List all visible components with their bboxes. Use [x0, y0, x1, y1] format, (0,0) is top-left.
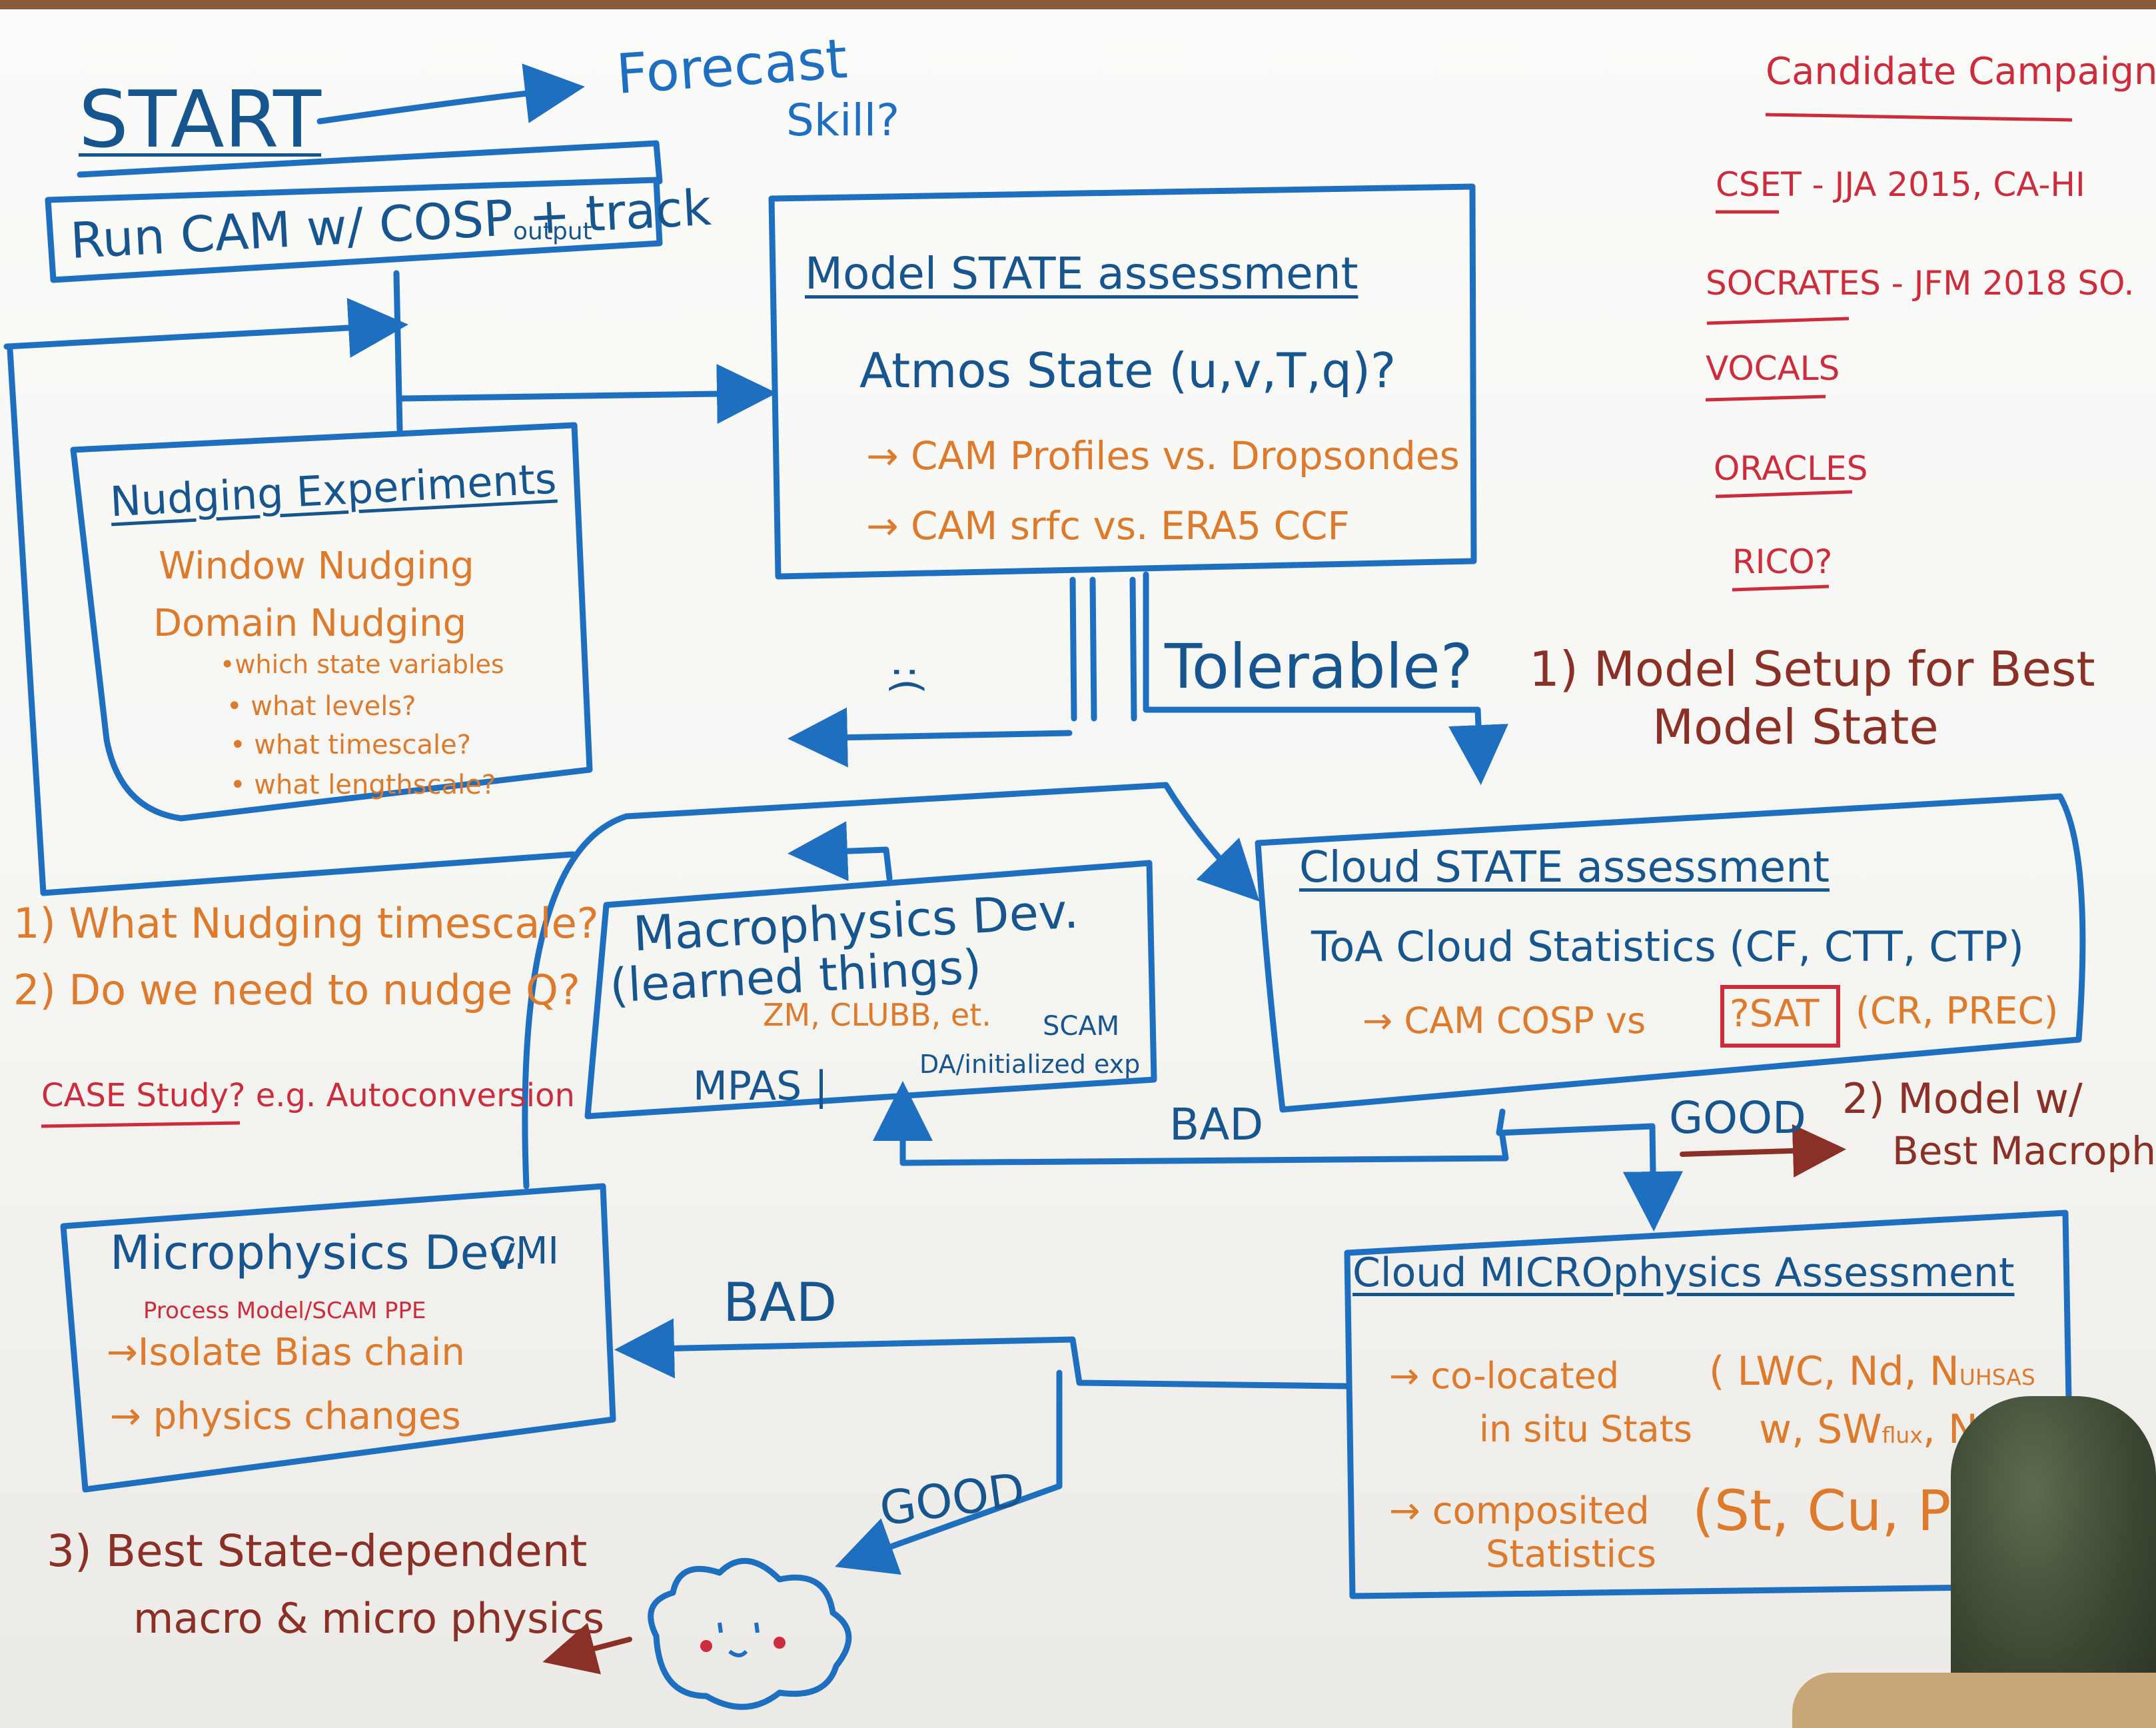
- skill-label: Skill?: [786, 95, 900, 146]
- nudging-bullet-4: • what lengthscale?: [230, 770, 496, 800]
- macro-loop-arrow: [788, 821, 893, 882]
- macro-schemes: ZM, CLUBB, et.: [763, 997, 991, 1033]
- run-to-model-state: [396, 364, 777, 425]
- left-loop: [7, 347, 576, 896]
- macro-da: DA/initialized exp: [919, 1050, 1141, 1079]
- note2-line2: Best Macrophy: [1892, 1128, 2156, 1174]
- macro-loop-to-cloud: [522, 782, 1260, 1190]
- nudging-bullet-1: •which state variables: [220, 650, 504, 679]
- vars-line-2: w, SWflux, N: [1759, 1409, 1978, 1449]
- nudging-item-window: Window Nudging: [159, 544, 474, 588]
- vars-line-1-sub: UHSAS: [1959, 1364, 2035, 1390]
- candidate-rico: RICO?: [1732, 542, 1833, 581]
- candidates-title: Candidate Campaigns: [1766, 50, 2156, 93]
- macro-scam: SCAM: [1043, 1011, 1120, 1042]
- vars-line-2-main: w, SW: [1759, 1406, 1882, 1453]
- model-to-cloud-line: [1143, 571, 1508, 785]
- candidate-cset: CSET - JJA 2015, CA-HI: [1716, 165, 2085, 204]
- good-to-note2-arrow: [1680, 1124, 1846, 1178]
- bad-to-macro: [873, 1081, 1509, 1166]
- tolerable-bar-3: [1129, 576, 1137, 722]
- nudging-item-domain: Domain Nudging: [153, 602, 467, 645]
- tolerable-no-arrow: [788, 707, 1073, 768]
- note2-line1: 2) Model w/: [1842, 1074, 2083, 1123]
- micro-dev-item-2: → physics changes: [110, 1395, 461, 1438]
- forecast-label: Forecast: [614, 27, 849, 107]
- nudging-bullet-3: • what timescale?: [230, 730, 471, 760]
- tolerable-bar-1: [1069, 576, 1077, 722]
- green-glass-cup: [1951, 1396, 2156, 1709]
- toa-statistics: ToA Cloud Statistics (CF, CTT, CTP): [1311, 922, 2024, 971]
- nudging-box: [70, 422, 593, 822]
- cloud-face: [718, 1622, 760, 1657]
- cloud-to-note3-arrow: [542, 1623, 632, 1675]
- start-arrow: [316, 63, 585, 125]
- question-2: 2) Do we need to nudge Q?: [13, 966, 580, 1014]
- cloud-state-box: [1255, 793, 2086, 1113]
- candidate-vocals: VOCALS: [1706, 349, 1840, 388]
- micro-assess-title: Cloud MICROphysics Assessment: [1352, 1250, 2015, 1296]
- cloud-to-micro-line: [1496, 1108, 1683, 1232]
- micro-dev-box: [60, 1183, 616, 1493]
- note3-line2: macro & micro physics: [133, 1594, 605, 1643]
- cosp-compare: → CAM COSP vs: [1362, 1000, 1646, 1042]
- micro-dev-title: Microphysics Dev.: [110, 1226, 528, 1280]
- model-state-title: Model STATE assessment: [805, 248, 1358, 299]
- vars-line-1: ( LWC, Nd, NUHSAS: [1709, 1351, 2035, 1391]
- composited-2: Statistics: [1486, 1533, 1656, 1576]
- satellite-box: [1720, 985, 1840, 1048]
- atmos-state: Atmos State (u,v,T,q)?: [859, 343, 1396, 399]
- vars-line-1-main: ( LWC, Nd, N: [1709, 1348, 1959, 1395]
- micro-bad-arrow: [614, 1318, 1349, 1389]
- run-to-nudging: [393, 270, 403, 433]
- micro-dev-cmi: CMI: [490, 1230, 559, 1273]
- feedback-into-run: [3, 297, 408, 358]
- cloud-doodle: [648, 1557, 852, 1710]
- wooden-coaster: [1792, 1673, 2156, 1728]
- run-box-sub: output: [513, 218, 592, 245]
- start-underline: [77, 140, 663, 185]
- note1-line2: Model State: [1652, 699, 1939, 755]
- model-state-box: [768, 183, 1477, 580]
- good-top-label: GOOD: [1669, 1092, 1806, 1144]
- candidate-socrates: SOCRATES - JFM 2018 SO.: [1706, 264, 2135, 303]
- satellite-label: ?SAT: [1730, 992, 1820, 1036]
- candidate-oracles: ORACLES: [1714, 449, 1868, 488]
- run-box: [45, 177, 663, 283]
- cosp-suffix: (CR, PREC): [1856, 990, 2059, 1033]
- note3-line1: 3) Best State-dependent: [47, 1525, 588, 1577]
- colocated-2: in situ Stats: [1479, 1408, 1692, 1450]
- model-row-1: → CAM Profiles vs. Dropsondes: [866, 433, 1460, 478]
- bad-micro-label: BAD: [723, 1272, 837, 1333]
- whiteboard-frame: [0, 0, 2156, 9]
- macro-box: [584, 860, 1157, 1120]
- bad-top-label: BAD: [1169, 1099, 1264, 1150]
- tolerable-bar-2: [1089, 576, 1097, 722]
- vars-line-2-sub: flux: [1882, 1422, 1923, 1448]
- micro-dev-item-1: →Isolate Bias chain: [107, 1331, 465, 1374]
- model-row-2: → CAM srfc vs. ERA5 CCF: [866, 503, 1350, 548]
- composited-1: → composited: [1389, 1489, 1650, 1533]
- question-1: 1) What Nudging timescale?: [13, 899, 599, 948]
- cloud-state-title: Cloud STATE assessment: [1299, 843, 1830, 892]
- note1-line1: 1) Model Setup for Best: [1529, 641, 2095, 697]
- micro-dev-ppe: Process Model/SCAM PPE: [143, 1297, 426, 1324]
- sad-face: :(: [883, 665, 931, 694]
- nudging-bullet-2: • what levels?: [227, 691, 416, 722]
- case-study: CASE Study? e.g. Autoconversion: [41, 1077, 575, 1114]
- tolerable-label: Tolerable?: [1165, 631, 1473, 702]
- micro-good-arrow: [835, 1369, 1063, 1575]
- macro-mpas: MPAS |: [693, 1063, 828, 1110]
- colocated-1: → co-located: [1389, 1355, 1620, 1397]
- start-label: START: [79, 73, 322, 165]
